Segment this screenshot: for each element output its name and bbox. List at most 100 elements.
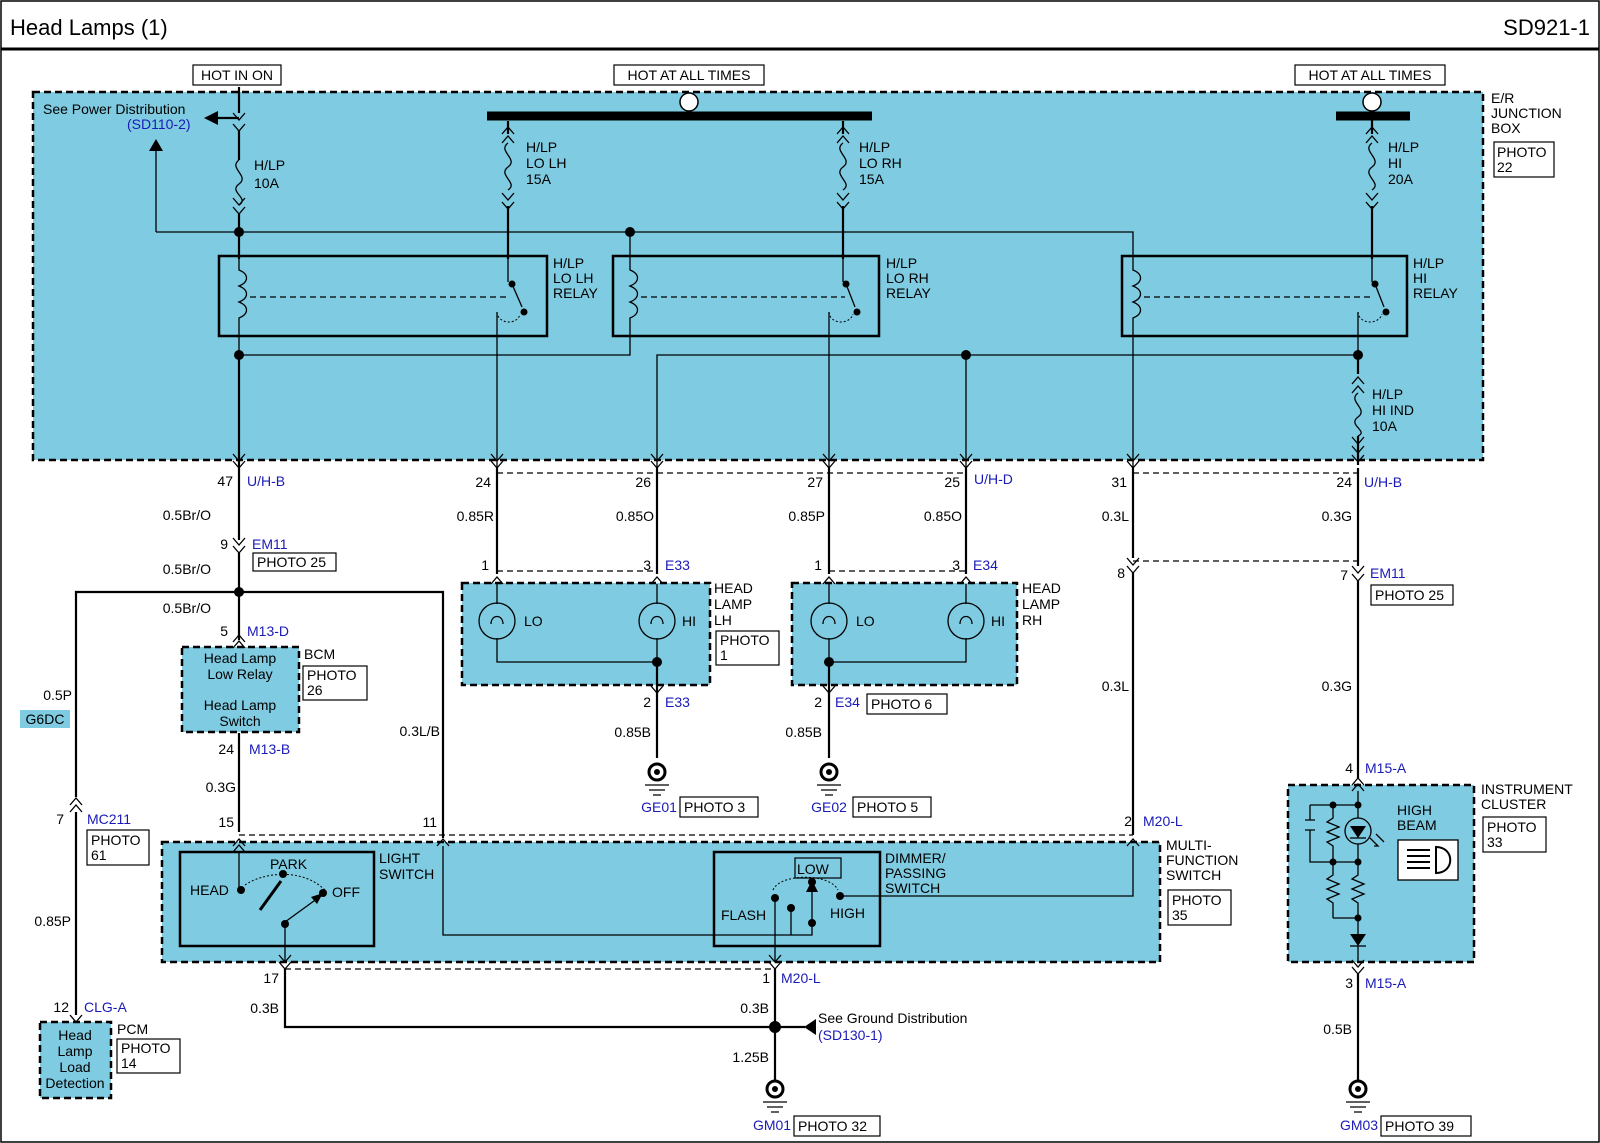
pcm-head-lamp-load-detection: Head bbox=[58, 1027, 91, 1043]
ground-symbol-ge02 bbox=[817, 762, 841, 796]
svg-text:LO RH: LO RH bbox=[859, 155, 902, 171]
svg-text:H/LP: H/LP bbox=[254, 157, 285, 173]
fuse-hlp-hi-ind-10a: H/LP HI IND 10A bbox=[1351, 356, 1414, 465]
svg-text:24: 24 bbox=[1336, 474, 1352, 490]
svg-text:PHOTO: PHOTO bbox=[91, 832, 141, 848]
page-title: Head Lamps (1) bbox=[10, 15, 168, 40]
svg-text:SWITCH: SWITCH bbox=[1166, 867, 1221, 883]
svg-text:JUNCTION: JUNCTION bbox=[1491, 105, 1562, 121]
svg-text:PHOTO 25: PHOTO 25 bbox=[257, 554, 326, 570]
connector-m20-l-1: M20-L bbox=[1143, 813, 1183, 829]
high-beam-icon bbox=[1397, 839, 1459, 881]
head-lamp-lh-lo: LO bbox=[524, 613, 543, 629]
svg-text:4: 4 bbox=[1345, 760, 1353, 776]
dimmer-switch-low: LOW bbox=[797, 861, 830, 877]
svg-text:1: 1 bbox=[481, 557, 489, 573]
light-switch-label: LIGHT bbox=[379, 850, 421, 866]
dimmer-switch-flash: FLASH bbox=[721, 907, 766, 923]
connector-m15-a-1: M15-A bbox=[1365, 760, 1407, 776]
svg-text:PHOTO 3: PHOTO 3 bbox=[684, 799, 745, 815]
svg-text:0.85R: 0.85R bbox=[457, 508, 494, 524]
instrument-cluster-label: INSTRUMENT bbox=[1481, 781, 1573, 797]
svg-text:0.85P: 0.85P bbox=[788, 508, 825, 524]
svg-text:H/LP: H/LP bbox=[526, 139, 557, 155]
svg-text:H/LP: H/LP bbox=[1413, 255, 1444, 271]
connector-e34-2: E34 bbox=[835, 694, 860, 710]
svg-text:H/LP: H/LP bbox=[1372, 386, 1403, 402]
svg-text:31: 31 bbox=[1111, 474, 1127, 490]
high-beam-indicator-circuit bbox=[1305, 791, 1385, 962]
svg-text:LAMP: LAMP bbox=[1022, 596, 1060, 612]
svg-text:H/LP: H/LP bbox=[886, 255, 917, 271]
svg-text:HI: HI bbox=[1388, 155, 1402, 171]
bcm-head-lamp-switch: Head Lamp bbox=[204, 697, 277, 713]
svg-text:17: 17 bbox=[263, 970, 279, 986]
svg-text:PHOTO 5: PHOTO 5 bbox=[857, 799, 918, 815]
multi-function-switch-zone bbox=[160, 840, 1162, 964]
svg-text:PHOTO 25: PHOTO 25 bbox=[1375, 587, 1444, 603]
ground-gm03: GM03 bbox=[1340, 1117, 1378, 1133]
svg-text:25: 25 bbox=[944, 474, 960, 490]
svg-text:1: 1 bbox=[814, 557, 822, 573]
svg-text:24: 24 bbox=[218, 741, 234, 757]
svg-text:26: 26 bbox=[635, 474, 651, 490]
er-junction-box bbox=[31, 90, 1485, 462]
connector-e33-1: E33 bbox=[665, 557, 690, 573]
svg-text:PHOTO: PHOTO bbox=[121, 1040, 171, 1056]
svg-text:3: 3 bbox=[1345, 975, 1353, 991]
svg-text:HI IND: HI IND bbox=[1372, 402, 1414, 418]
svg-text:LAMP: LAMP bbox=[714, 596, 752, 612]
svg-text:0.5B: 0.5B bbox=[1323, 1021, 1352, 1037]
svg-text:PASSING: PASSING bbox=[885, 865, 946, 881]
svg-text:H/LP: H/LP bbox=[1388, 139, 1419, 155]
ground-symbol-ge01 bbox=[645, 762, 669, 796]
svg-text:Load: Load bbox=[59, 1059, 90, 1075]
svg-text:2: 2 bbox=[814, 694, 822, 710]
fuse-hlp-hi-20a: H/LP HI 20A bbox=[1365, 111, 1419, 259]
svg-text:5: 5 bbox=[220, 623, 228, 639]
svg-text:FUNCTION: FUNCTION bbox=[1166, 852, 1238, 868]
svg-text:22: 22 bbox=[1497, 159, 1513, 175]
svg-text:0.5Br/O: 0.5Br/O bbox=[163, 600, 211, 616]
connector-m13-b: M13-B bbox=[249, 741, 290, 757]
svg-text:SWITCH: SWITCH bbox=[885, 880, 940, 896]
svg-text:15A: 15A bbox=[526, 171, 552, 187]
svg-text:HI: HI bbox=[1413, 270, 1427, 286]
connector-m13-d: M13-D bbox=[247, 623, 289, 639]
light-switch-head: HEAD bbox=[190, 882, 229, 898]
svg-text:27: 27 bbox=[807, 474, 823, 490]
svg-text:0.5Br/O: 0.5Br/O bbox=[163, 561, 211, 577]
relay-hlp-lo-lh bbox=[217, 254, 549, 338]
svg-text:7: 7 bbox=[56, 811, 64, 827]
high-beam-label: HIGH bbox=[1397, 802, 1432, 818]
svg-text:PHOTO 32: PHOTO 32 bbox=[798, 1118, 867, 1134]
head-lamp-rh-lo: LO bbox=[856, 613, 875, 629]
svg-text:0.85P: 0.85P bbox=[34, 913, 71, 929]
svg-text:0.3G: 0.3G bbox=[1322, 508, 1352, 524]
svg-text:0.3L: 0.3L bbox=[1102, 508, 1129, 524]
diagram-code: SD921-1 bbox=[1503, 15, 1590, 40]
svg-text:0.5P: 0.5P bbox=[43, 687, 72, 703]
connector-clg-a: CLG-A bbox=[84, 999, 127, 1015]
svg-text:PHOTO: PHOTO bbox=[1487, 819, 1537, 835]
svg-text:RELAY: RELAY bbox=[886, 285, 932, 301]
connector-uh-b-2: U/H-B bbox=[1364, 474, 1402, 490]
svg-text:0.85O: 0.85O bbox=[924, 508, 962, 524]
svg-text:47: 47 bbox=[217, 473, 233, 489]
svg-text:20A: 20A bbox=[1388, 171, 1414, 187]
ground-distribution-ref: See Ground Distribution bbox=[818, 1010, 967, 1026]
svg-text:2: 2 bbox=[1124, 813, 1132, 829]
svg-text:33: 33 bbox=[1487, 834, 1503, 850]
ground-symbol-gm03 bbox=[1346, 1079, 1370, 1113]
svg-text:15A: 15A bbox=[859, 171, 885, 187]
connector-e34-1: E34 bbox=[973, 557, 998, 573]
engine-tag-g6dc: G6DC bbox=[26, 711, 65, 727]
connector-uh-b-1: U/H-B bbox=[247, 473, 285, 489]
head-lamp-lh-zone bbox=[460, 581, 712, 687]
svg-text:0.85B: 0.85B bbox=[785, 724, 822, 740]
fuse-hlp-10a: H/LP 10A bbox=[232, 87, 285, 215]
hot-at-all-times-label-1: HOT AT ALL TIMES bbox=[628, 67, 751, 83]
svg-text:0.3B: 0.3B bbox=[740, 1000, 769, 1016]
bcm-label: BCM bbox=[304, 646, 335, 662]
